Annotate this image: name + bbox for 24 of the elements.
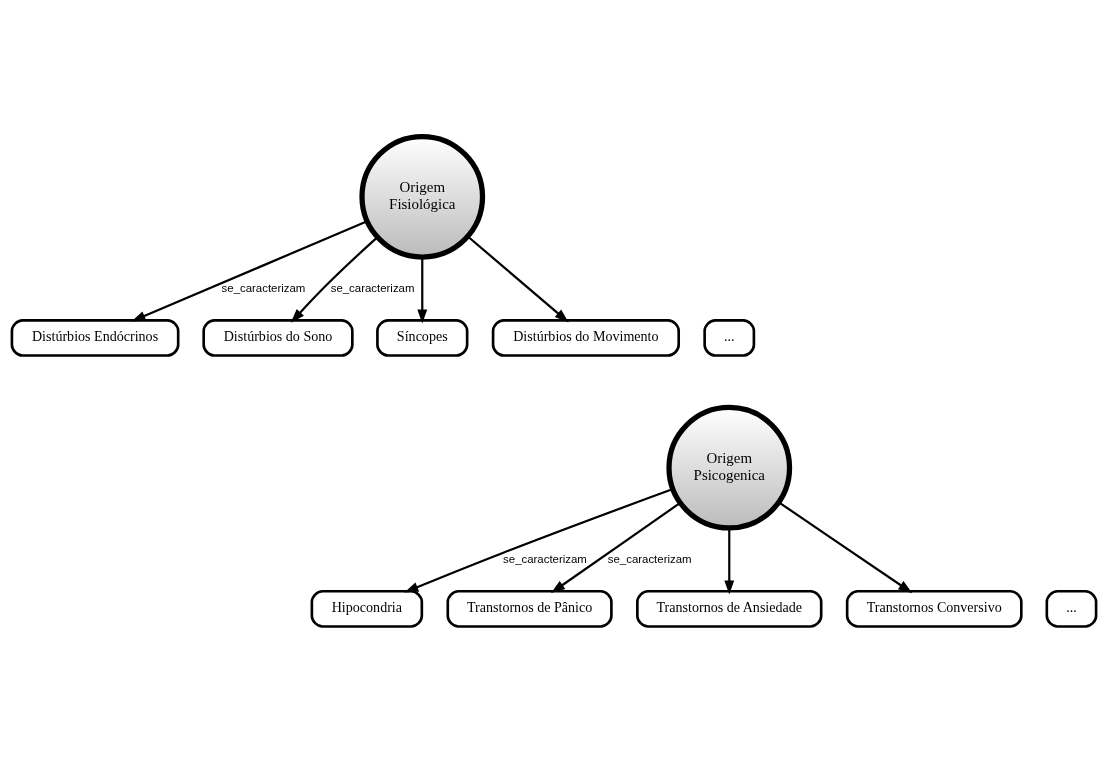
node-circle: Origem Fisiológica bbox=[359, 133, 486, 260]
edge-label: se_caracterizam bbox=[607, 552, 692, 565]
edge-label: se_caracterizam bbox=[221, 281, 306, 294]
edge-label: se_caracterizam bbox=[503, 552, 587, 565]
arrow bbox=[404, 487, 674, 592]
arrow bbox=[778, 500, 913, 593]
node-box: Síncopes bbox=[376, 318, 469, 357]
node-box: Transtornos Conversivo bbox=[845, 589, 1023, 628]
arrow bbox=[724, 527, 735, 595]
arrow bbox=[550, 501, 681, 593]
node-box: Transtornos de Pânico bbox=[446, 589, 613, 628]
edge-label: se_caracterizam bbox=[330, 281, 415, 294]
arrow bbox=[417, 256, 428, 324]
arrow bbox=[290, 235, 379, 323]
arrow bbox=[467, 235, 569, 322]
node-box: Distúrbios do Sono bbox=[202, 318, 354, 357]
node-box: ... bbox=[1045, 589, 1098, 628]
node-circle: Origem Psicogenica bbox=[666, 404, 793, 531]
node-box: ... bbox=[703, 318, 756, 357]
node-box: Hipocondria bbox=[310, 589, 424, 628]
arrow bbox=[131, 219, 368, 322]
node-box: Distúrbios do Movimento bbox=[491, 318, 680, 357]
node-box: Transtornos de Ansiedade bbox=[636, 589, 823, 628]
node-box: Distúrbios Endócrinos bbox=[10, 318, 180, 357]
